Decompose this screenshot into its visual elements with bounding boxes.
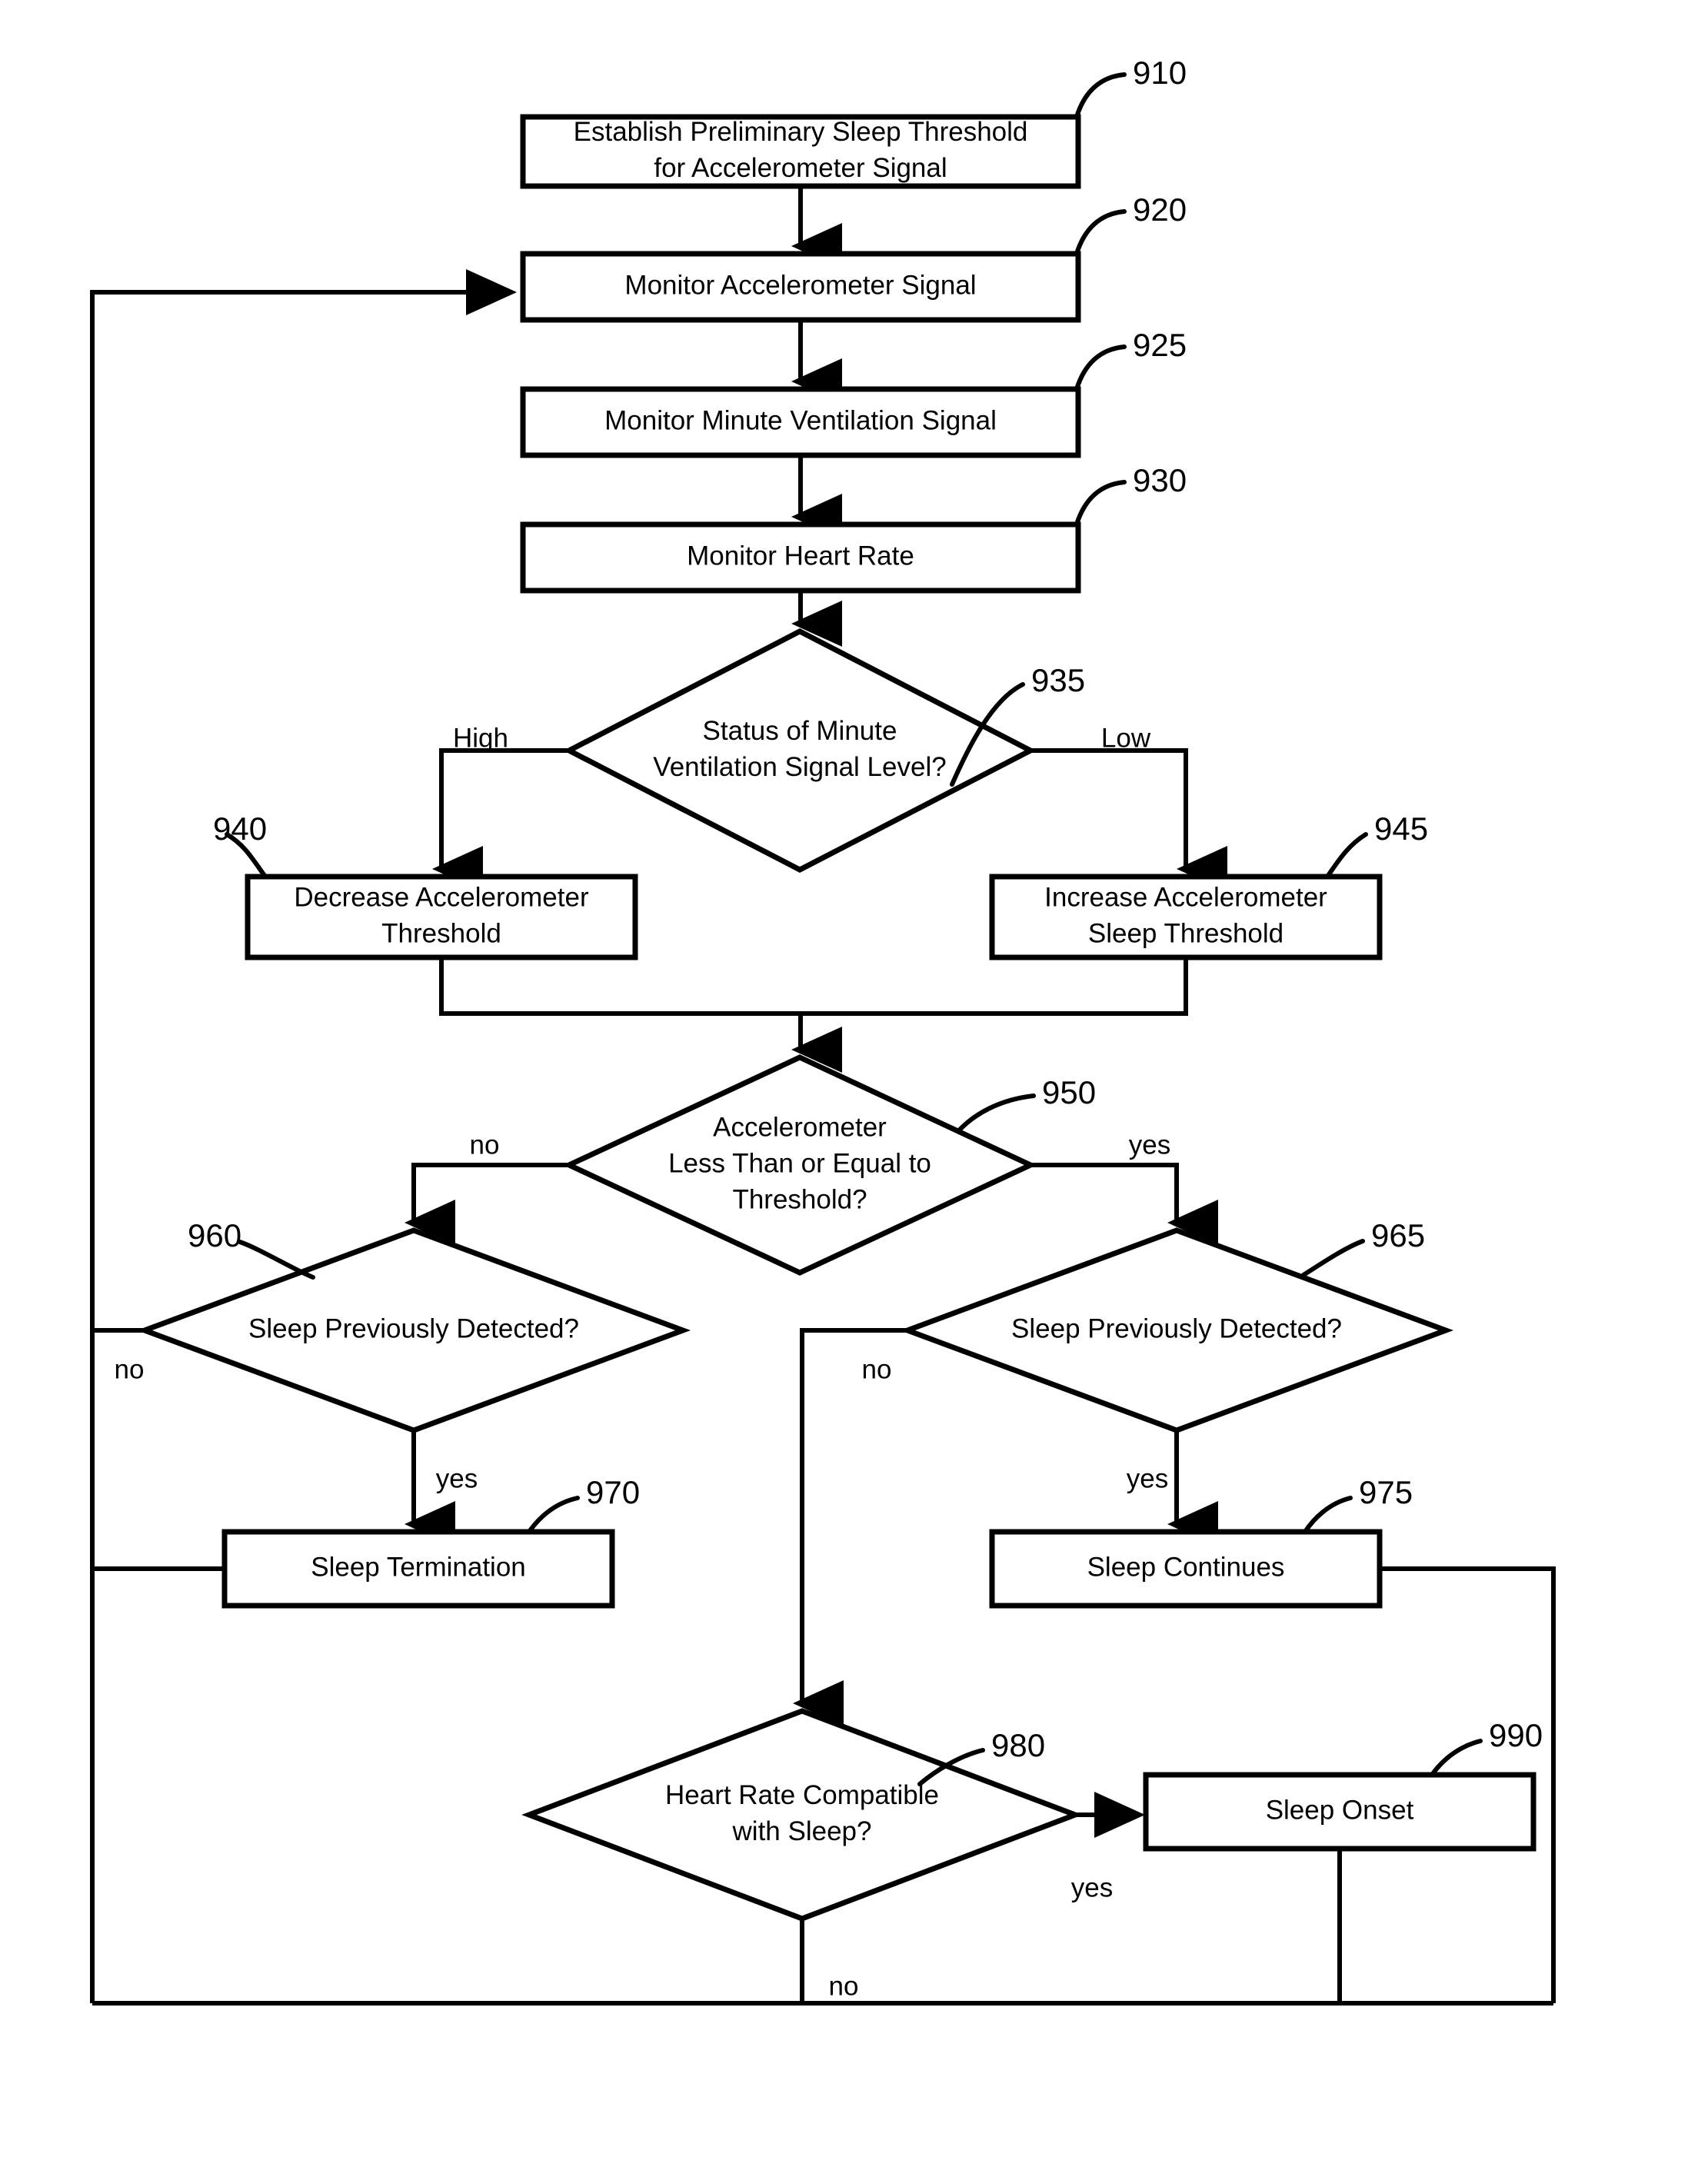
nodes-layer: Establish Preliminary Sleep Threshold for… — [136, 114, 1537, 1922]
reference-numeral-ref-975: 975 — [1359, 1474, 1413, 1510]
node-960[interactable]: Sleep Previously Detected? — [136, 1227, 691, 1433]
reference-numeral-ref-980: 980 — [991, 1727, 1045, 1763]
node-965[interactable]: Sleep Previously Detected? — [899, 1227, 1454, 1433]
edge-label-no-980: no — [829, 1971, 859, 2001]
leader-line-ref-940 — [225, 832, 268, 879]
reference-numeral-ref-990: 990 — [1489, 1717, 1543, 1753]
edge-label-no-965: no — [862, 1354, 892, 1384]
leader-line-ref-975 — [1303, 1496, 1353, 1534]
node-970[interactable]: Sleep Termination — [221, 1529, 615, 1609]
leader-line-ref-965 — [1301, 1239, 1365, 1277]
node-label-950: Less Than or Equal to — [668, 1148, 931, 1178]
leader-line-ref-920 — [1074, 209, 1127, 256]
connector-c975-right — [1380, 1566, 1556, 2003]
node-label-975: Sleep Continues — [1087, 1552, 1285, 1582]
connector-c935-945 — [1030, 748, 1227, 892]
reference-numeral-ref-965: 965 — [1371, 1217, 1425, 1253]
node-label-950: Accelerometer — [713, 1112, 887, 1142]
edge-label-yes-960: yes — [436, 1463, 478, 1493]
edge-label-yes-950: yes — [1129, 1130, 1170, 1160]
node-label-920: Monitor Accelerometer Signal — [624, 270, 976, 300]
node-930[interactable]: Monitor Heart Rate — [520, 521, 1081, 594]
leader-line-ref-990 — [1430, 1739, 1483, 1777]
node-label-965: Sleep Previously Detected? — [1011, 1313, 1342, 1343]
reference-numeral-ref-930: 930 — [1133, 462, 1187, 498]
leader-line-ref-960 — [238, 1240, 315, 1280]
node-920[interactable]: Monitor Accelerometer Signal — [520, 251, 1081, 323]
edge-labels-layer: High Low no yes no yes no yes yes no — [115, 723, 1171, 2001]
node-label-970: Sleep Termination — [311, 1552, 526, 1582]
connector-c-left-return — [90, 269, 517, 2003]
node-990[interactable]: Sleep Onset — [1143, 1772, 1537, 1852]
node-label-935: Status of Minute — [703, 716, 897, 746]
reference-numeral-ref-925: 925 — [1133, 327, 1187, 363]
node-label-960: Sleep Previously Detected? — [248, 1313, 579, 1343]
edge-label-low-935: Low — [1101, 723, 1151, 753]
edge-label-high-935: High — [453, 723, 508, 753]
reference-numeral-ref-910: 910 — [1133, 55, 1187, 91]
reference-numeral-ref-935: 935 — [1031, 662, 1085, 698]
node-980[interactable]: Heart Rate Compatible with Sleep? — [521, 1708, 1083, 1922]
reference-numeral-ref-950: 950 — [1042, 1074, 1096, 1110]
node-label-940: Decrease Accelerometer — [294, 882, 589, 912]
reference-numeral-ref-920: 920 — [1133, 191, 1187, 228]
edge-label-no-950: no — [470, 1130, 500, 1160]
connectors-layer — [90, 186, 1556, 2006]
node-label-990: Sleep Onset — [1266, 1795, 1414, 1825]
node-label-980: with Sleep? — [732, 1816, 872, 1846]
node-label-910: for Accelerometer Signal — [654, 153, 947, 183]
node-label-950: Threshold? — [732, 1184, 867, 1214]
node-label-945: Increase Accelerometer — [1044, 882, 1327, 912]
edge-label-yes-980: yes — [1071, 1872, 1113, 1902]
reference-numeral-ref-940: 940 — [213, 811, 267, 847]
node-label-940: Threshold — [381, 918, 501, 948]
connector-c950-965 — [1030, 1163, 1218, 1246]
leader-line-ref-910 — [1074, 72, 1127, 119]
reference-numeral-ref-970: 970 — [586, 1474, 640, 1510]
leader-line-ref-970 — [527, 1496, 580, 1534]
reference-numeral-ref-960: 960 — [188, 1217, 241, 1253]
reference-numerals-layer: 910 920 925 930 935 940 945 950 960 965 970 975 980 9… — [188, 55, 1543, 1786]
connector-c950-960 — [405, 1163, 569, 1246]
reference-numeral-ref-945: 945 — [1374, 811, 1428, 847]
node-label-910: Establish Preliminary Sleep Threshold — [574, 117, 1028, 147]
leader-line-ref-935 — [950, 682, 1025, 787]
connector-c935-940 — [432, 748, 569, 892]
leader-line-ref-945 — [1325, 832, 1368, 879]
leader-line-ref-925 — [1074, 345, 1127, 391]
node-910[interactable]: Establish Preliminary Sleep Threshold for… — [520, 114, 1081, 189]
node-label-980: Heart Rate Compatible — [665, 1780, 939, 1810]
node-label-930: Monitor Heart Rate — [687, 541, 914, 571]
leader-line-ref-950 — [957, 1093, 1036, 1133]
connector-c965-no-980 — [793, 1328, 907, 1726]
leader-line-ref-930 — [1074, 480, 1127, 527]
edge-label-no-960: no — [115, 1354, 145, 1384]
leader-line-ref-980 — [917, 1748, 985, 1786]
node-label-925: Monitor Minute Ventilation Signal — [604, 405, 997, 435]
node-label-945: Sleep Threshold — [1088, 918, 1283, 948]
connector-c940-merge — [439, 957, 1188, 1016]
node-925[interactable]: Monitor Minute Ventilation Signal — [520, 386, 1081, 458]
node-label-935: Ventilation Signal Level? — [653, 752, 946, 782]
node-975[interactable]: Sleep Continues — [989, 1529, 1383, 1609]
edge-label-yes-965: yes — [1127, 1463, 1168, 1493]
